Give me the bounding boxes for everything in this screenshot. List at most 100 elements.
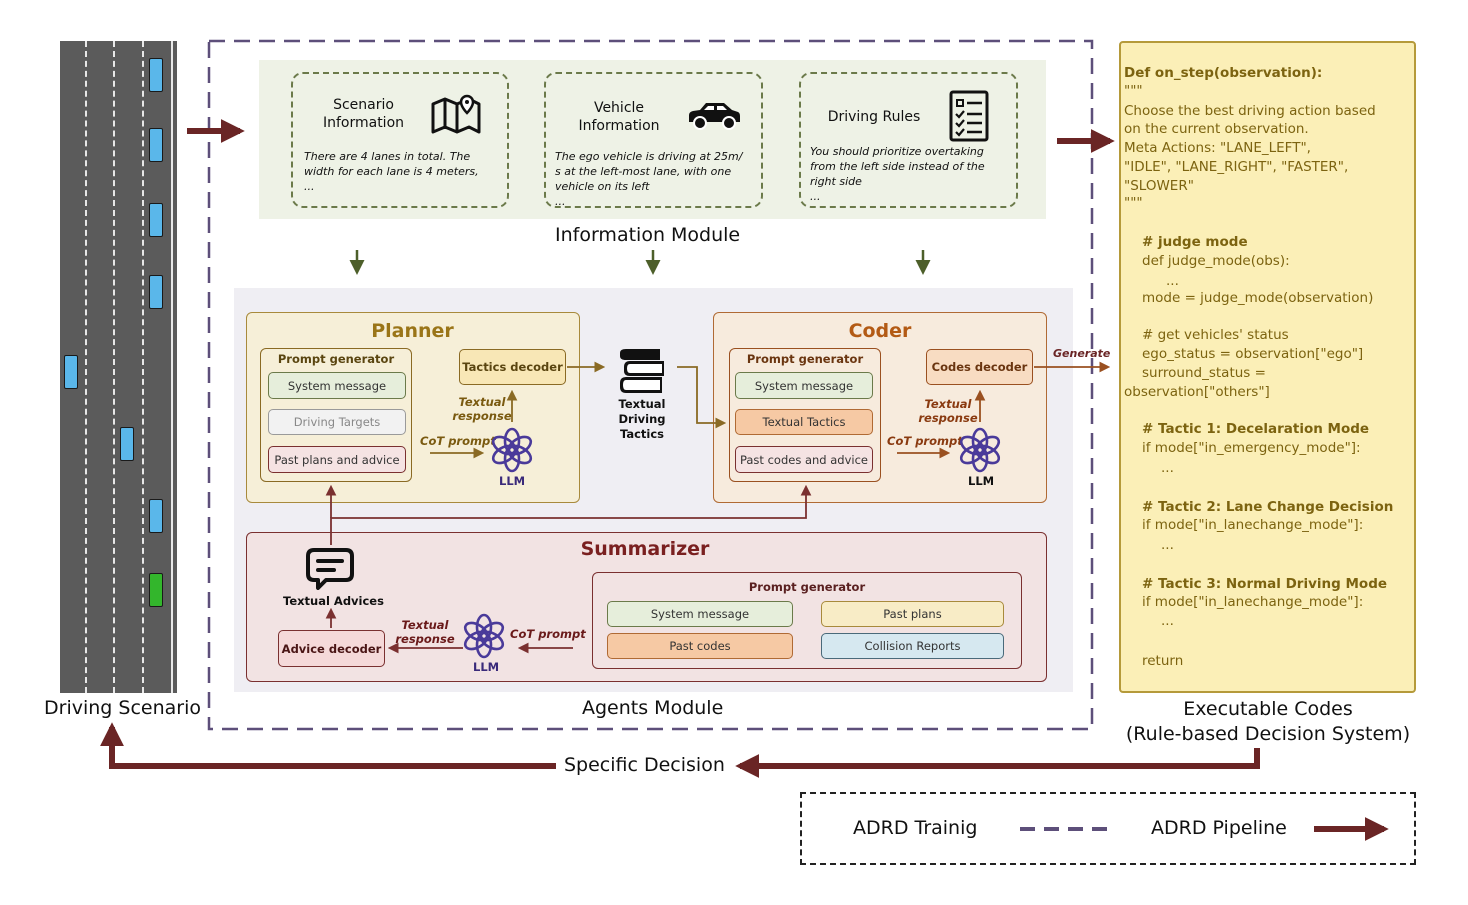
code-line: mode = judge_mode(observation) [1142,290,1374,306]
llm-icon [491,427,533,473]
specific-decision-label: Specific Decision [564,754,725,776]
llm-icon [959,427,1001,473]
code-comment: # get vehicles' status [1142,327,1289,343]
code-line: """ [1124,195,1143,211]
legend-pipeline-label: ADRD Pipeline [1151,817,1287,839]
card-title: Driving Rules [827,109,921,125]
code-line: if mode["in_lanechange_mode"]: [1142,517,1364,533]
advice-decoder: Advice decoder [278,630,385,667]
lane-divider [142,41,144,693]
llm-label: LLM [473,660,500,674]
textual-response-label: Textual response [395,618,455,646]
prompt-generator-label: Prompt generator [746,352,864,366]
textual-tactics-item: Textual Tactics [735,409,873,435]
llm-label: LLM [499,474,526,488]
codes-decoder: Codes decoder [926,349,1033,385]
coder-title: Coder [848,320,912,342]
card-text: There are 4 lanes in total. The width fo… [304,150,479,193]
code-line: Meta Actions: "LANE_LEFT", [1124,140,1311,156]
vehicle [149,58,163,92]
code-comment: # judge mode [1142,234,1248,250]
code-line: surround_status = [1142,365,1266,381]
code-line: on the current observation. [1124,121,1309,137]
driving-scenario-label: Driving Scenario [44,697,201,719]
executable-code-panel [1119,41,1416,693]
code-line: if mode["in_emergency_mode"]: [1142,440,1361,456]
code-comment: # Tactic 2: Lane Change Decision [1142,499,1394,515]
code-line: if mode["in_lanechange_mode"]: [1142,594,1364,610]
lane-divider [85,41,87,693]
code-line: ... [1161,537,1174,553]
advice-to-coder-arrow [330,484,812,545]
driving-rules-card: Driving Rules You should prioritize over… [799,72,1018,208]
road-edge [171,41,173,693]
summarizer-title: Summarizer [580,538,710,560]
information-module-label: Information Module [555,224,741,246]
past-codes-item: Past codes [607,633,793,659]
vehicle [120,427,134,461]
code-line: observation["others"] [1124,384,1270,400]
code-comment: # Tactic 1: Decelaration Mode [1142,421,1370,437]
textual-response-label: Textual response [452,395,512,423]
executable-codes-caption: Executable Codes (Rule-based Decision Sy… [1125,698,1411,745]
llm-icon [463,613,505,659]
code-line: """ [1124,83,1143,99]
legend [800,792,1416,865]
system-message-item: System message [607,601,793,627]
map-icon [431,94,481,134]
generate-label: Generate [1053,347,1111,360]
system-message-item: System message [735,372,873,399]
adrd-training-frame [207,39,1094,731]
ego-vehicle [149,573,163,607]
tactics-decoder: Tactics decoder [459,349,566,385]
tactics-to-coder-arrow [677,366,727,429]
legend-training-label: ADRD Trainig [853,817,978,839]
card-text: You should prioritize overtaking from th… [810,145,985,203]
cot-prompt-label: CoT prompt [510,627,586,641]
past-plans-advice-item: Past plans and advice [268,446,406,473]
scenario-information-card: Scenario Information There are 4 lanes i… [291,72,509,208]
code-line: Choose the best driving action based [1124,103,1376,119]
code-line: Def on_step(observation): [1124,65,1323,81]
vehicle-information-card: Vehicle Information The ego vehicle is d… [544,72,763,208]
code-line: "SLOWER" [1124,178,1194,194]
vehicle [149,203,163,237]
chat-bubble-icon [306,548,354,590]
decision-to-scenario-arrow [100,722,556,769]
code-line: ego_status = observation["ego"] [1142,346,1364,362]
agents-module-label: Agents Module [582,697,724,719]
vehicle [149,499,163,533]
past-codes-advice-item: Past codes and advice [735,446,873,473]
textual-driving-tactics-label: Textual Driving Tactics [618,397,666,441]
vehicle [149,128,163,162]
code-line: def judge_mode(obs): [1142,253,1290,269]
card-title: Vehicle Information [578,100,660,134]
textual-response-label: Textual response [918,397,978,425]
llm-label: LLM [968,474,995,488]
code-line: return [1142,653,1184,669]
lane-divider [113,41,115,693]
code-to-decision-arrow [735,748,1260,778]
textual-advices-label: Textual Advices [283,594,384,608]
driving-targets-item: Driving Targets [268,409,406,435]
prompt-generator-label: Prompt generator [748,580,866,594]
cot-prompt-label: CoT prompt [420,434,496,448]
code-line: "IDLE", "LANE_RIGHT", "FASTER", [1124,159,1349,175]
road [60,41,177,693]
collision-reports-item: Collision Reports [821,633,1004,659]
card-title: Scenario Information [322,97,405,131]
code-line: ... [1166,273,1179,289]
vehicle [149,275,163,309]
checklist-icon [949,90,989,142]
code-line: ... [1161,460,1174,476]
past-plans-item: Past plans [821,601,1004,627]
code-comment: # Tactic 3: Normal Driving Mode [1142,576,1388,592]
system-message-item: System message [268,372,406,399]
car-icon [689,103,740,130]
planner-title: Planner [371,320,454,342]
vehicle [64,355,78,389]
card-text: The ego vehicle is driving at 25m/ s at … [555,150,743,208]
code-line: ... [1161,613,1174,629]
cot-prompt-label: CoT prompt [887,434,963,448]
